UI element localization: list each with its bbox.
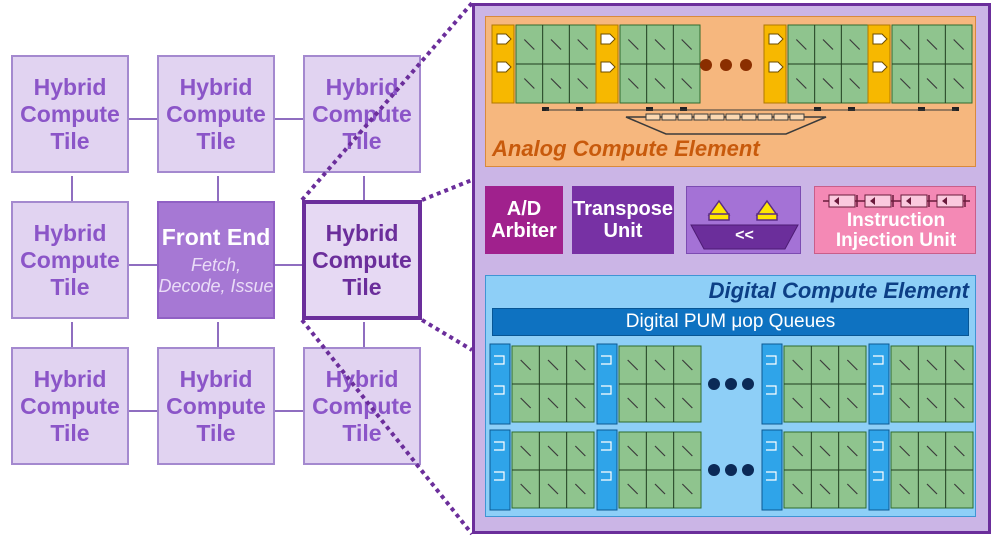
hybrid-compute-tile[interactable]: Hybrid Compute Tile	[11, 201, 129, 319]
tile-label: Compute	[20, 100, 120, 127]
tile-label: Hybrid	[179, 73, 253, 100]
grid-connector	[127, 410, 157, 412]
grid-connector	[217, 176, 219, 206]
front-end-subtitle: Fetch,	[190, 254, 242, 275]
tile-label: Tile	[50, 127, 90, 154]
shift-label: <<	[735, 227, 754, 244]
grid-connector	[273, 118, 303, 120]
tile-label: Tile	[196, 419, 236, 446]
ad-arbiter-unit[interactable]: A/D Arbiter	[485, 186, 563, 254]
front-end-tile[interactable]: Front End Fetch, Decode, Issue	[157, 201, 275, 319]
front-end-title: Front End	[161, 223, 271, 250]
grid-connector	[273, 264, 303, 266]
ellipsis-dot	[708, 464, 720, 476]
tile-label: Hybrid	[325, 365, 399, 392]
hybrid-tile-detail-panel: Analog Compute Element A/D Arbiter Trans…	[472, 3, 991, 534]
digital-array-graphic	[489, 343, 974, 511]
tile-label: Compute	[20, 246, 120, 273]
analog-compute-label: Analog Compute Element	[492, 136, 760, 161]
transpose-unit[interactable]: Transpose Unit	[572, 186, 674, 254]
tile-label: Compute	[312, 246, 412, 273]
tile-label: Compute	[166, 392, 266, 419]
hybrid-compute-tile[interactable]: Hybrid Compute Tile	[11, 347, 129, 465]
ellipsis-dot	[725, 464, 737, 476]
tile-label: Hybrid	[179, 365, 253, 392]
analog-array-graphic	[491, 24, 973, 135]
ellipsis-dot	[725, 378, 737, 390]
hybrid-compute-tile[interactable]: Hybrid Compute Tile	[303, 347, 421, 465]
tile-label: Tile	[342, 273, 382, 300]
hybrid-compute-tile[interactable]: Hybrid Compute Tile	[11, 55, 129, 173]
tile-label: Compute	[20, 392, 120, 419]
tile-label: Hybrid	[33, 73, 107, 100]
hybrid-compute-tile[interactable]: Hybrid Compute Tile	[157, 347, 275, 465]
grid-connector	[217, 322, 219, 352]
hybrid-compute-tile[interactable]: Hybrid Compute Tile	[303, 55, 421, 173]
shift-unit[interactable]: <<	[686, 186, 801, 254]
tile-label: Hybrid	[325, 219, 399, 246]
grid-connector	[71, 322, 73, 352]
grid-connector	[127, 118, 157, 120]
instruction-injection-unit[interactable]: Instruction Injection Unit	[814, 186, 976, 254]
tile-label: Tile	[50, 273, 90, 300]
hybrid-compute-tile[interactable]: Hybrid Compute Tile	[157, 55, 275, 173]
tile-label: Tile	[342, 127, 382, 154]
ellipsis-dot	[720, 59, 732, 71]
grid-connector	[127, 264, 157, 266]
injection-label-1: Instruction	[846, 210, 946, 231]
grid-connector	[273, 410, 303, 412]
ellipsis-dot	[742, 378, 754, 390]
digital-compute-label: Digital Compute Element	[708, 278, 969, 303]
digital-compute-element: Digital Compute Element Digital PUM μop …	[485, 275, 976, 517]
digital-uop-queues: Digital PUM μop Queues	[492, 308, 969, 336]
tile-label: Compute	[166, 100, 266, 127]
tile-label: Compute	[312, 100, 412, 127]
tile-label: Hybrid	[33, 219, 107, 246]
ellipsis-dot	[740, 59, 752, 71]
tile-label: Hybrid	[33, 365, 107, 392]
unit-label: Unit	[603, 220, 643, 242]
injection-label-2: Injection Unit	[835, 230, 957, 251]
tile-label: Compute	[312, 392, 412, 419]
tile-label: Tile	[50, 419, 90, 446]
unit-label: Arbiter	[491, 220, 557, 242]
analog-compute-element: Analog Compute Element	[485, 16, 976, 167]
ellipsis-dot	[700, 59, 712, 71]
ellipsis-dot	[708, 378, 720, 390]
injection-chain-graphic	[823, 194, 970, 208]
tile-label: Tile	[196, 127, 236, 154]
grid-connector	[71, 176, 73, 206]
shifter-graphic	[690, 199, 799, 250]
uop-queues-label: Digital PUM μop Queues	[625, 311, 836, 332]
selected-hybrid-compute-tile[interactable]: Hybrid Compute Tile	[302, 200, 422, 320]
unit-label: Transpose	[572, 198, 674, 220]
front-end-subtitle: Decode, Issue	[158, 275, 274, 296]
tile-label: Hybrid	[325, 73, 399, 100]
ellipsis-dot	[742, 464, 754, 476]
unit-label: A/D	[506, 198, 542, 220]
tile-label: Tile	[342, 419, 382, 446]
